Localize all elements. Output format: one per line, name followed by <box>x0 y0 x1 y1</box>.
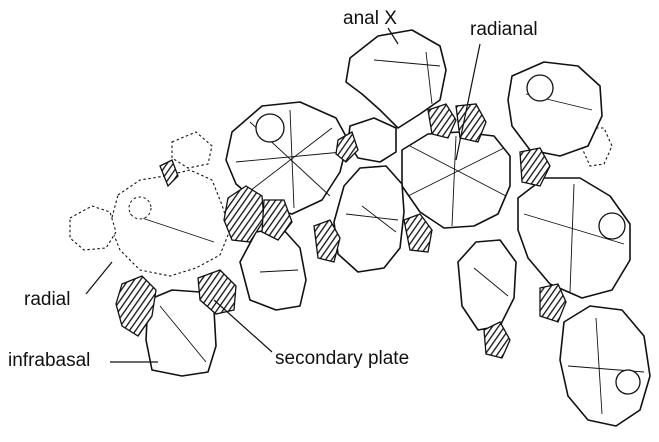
label-anal-x: anal X <box>343 8 397 29</box>
leader-radial <box>86 262 112 294</box>
leader-secondary-plate <box>214 300 272 352</box>
label-radial: radial <box>24 289 70 310</box>
central-basal-plate <box>334 166 404 272</box>
label-secondary-plate: secondary plate <box>275 348 409 369</box>
label-infrabasal: infrabasal <box>8 350 90 371</box>
label-radianal: radianal <box>470 19 538 40</box>
radianal-plate <box>402 132 510 228</box>
lower-right-basal-plate <box>458 240 516 330</box>
